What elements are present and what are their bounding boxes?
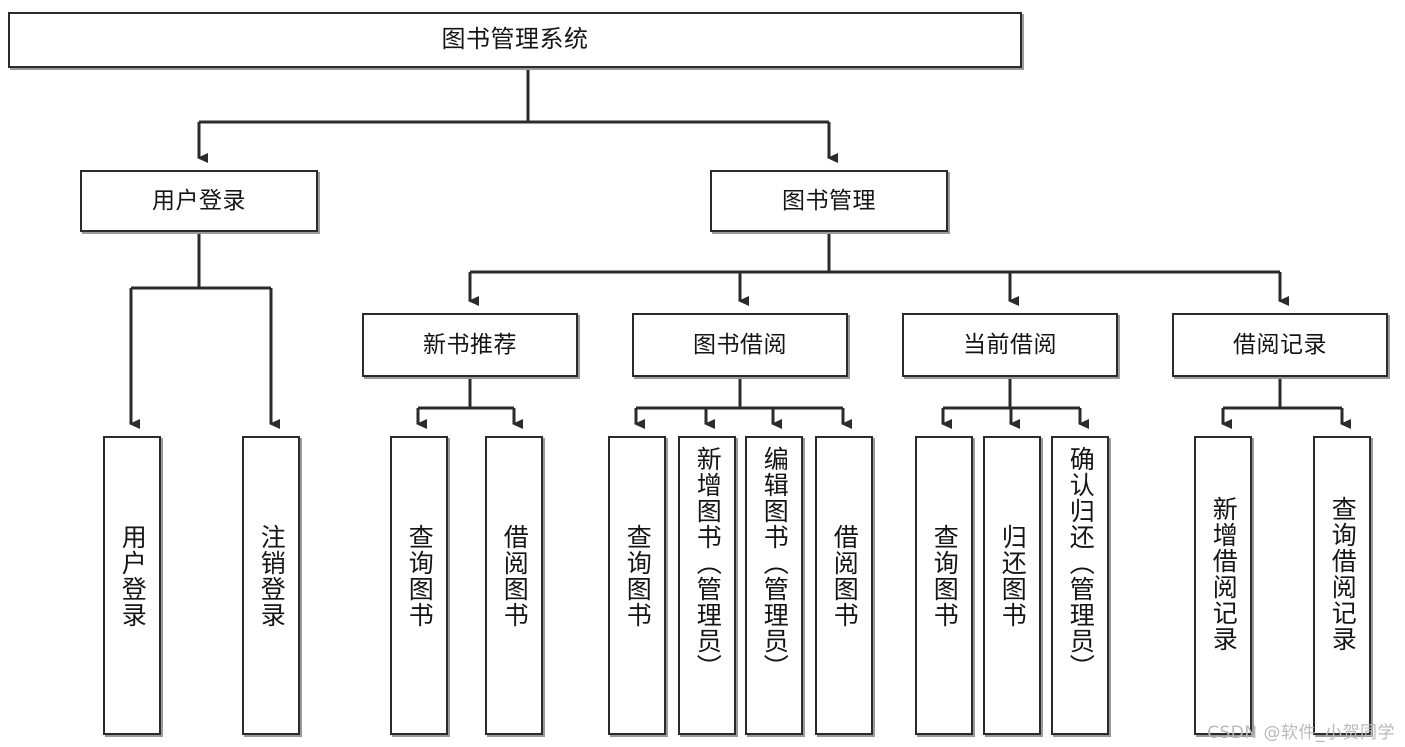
node-new-book-recommend[interactable]: 新书推荐 — [362, 313, 578, 377]
node-label: 新增借阅记录 — [1209, 496, 1239, 652]
leaf-query-borrow-record[interactable]: 查询借阅记录 — [1313, 436, 1371, 735]
leaf-user-login[interactable]: 用户登录 — [103, 436, 161, 735]
watermark: CSDN @软件_小贺同学 — [1207, 723, 1395, 743]
node-label: 注销登录 — [257, 524, 287, 628]
node-label: 编辑图书（管理员） — [760, 446, 790, 680]
node-label: 查询图书 — [405, 524, 435, 628]
node-root[interactable]: 图书管理系统 — [8, 12, 1022, 68]
leaf-query-book-1[interactable]: 查询图书 — [390, 436, 448, 735]
node-book-borrow[interactable]: 图书借阅 — [632, 313, 848, 377]
leaf-borrow-book-2[interactable]: 借阅图书 — [815, 436, 873, 735]
leaf-add-borrow-record[interactable]: 新增借阅记录 — [1194, 436, 1252, 735]
node-label: 借阅图书 — [500, 524, 530, 628]
leaf-edit-book-admin[interactable]: 编辑图书（管理员） — [745, 436, 803, 735]
node-label: 新书推荐 — [423, 331, 517, 358]
node-label: 查询借阅记录 — [1328, 496, 1358, 652]
leaf-logout[interactable]: 注销登录 — [242, 436, 300, 735]
node-label: 借阅图书 — [830, 524, 860, 628]
node-label: 新增图书（管理员） — [693, 446, 723, 680]
node-label: 图书管理 — [782, 187, 876, 214]
node-label: 用户登录 — [152, 187, 246, 214]
leaf-return-book[interactable]: 归还图书 — [983, 436, 1041, 735]
node-label: 确认归还（管理员） — [1066, 446, 1096, 680]
node-borrow-record[interactable]: 借阅记录 — [1172, 313, 1388, 377]
node-book-management[interactable]: 图书管理 — [710, 170, 948, 232]
leaf-borrow-book-1[interactable]: 借阅图书 — [485, 436, 543, 735]
leaf-query-book-3[interactable]: 查询图书 — [915, 436, 973, 735]
node-label: 图书管理系统 — [441, 25, 589, 54]
node-label: 借阅记录 — [1233, 331, 1327, 358]
node-user-login[interactable]: 用户登录 — [80, 170, 318, 232]
node-label: 用户登录 — [118, 524, 148, 628]
node-label: 当前借阅 — [963, 331, 1057, 358]
node-label: 查询图书 — [930, 524, 960, 628]
leaf-add-book-admin[interactable]: 新增图书（管理员） — [678, 436, 736, 735]
leaf-query-book-2[interactable]: 查询图书 — [608, 436, 666, 735]
node-label: 归还图书 — [998, 524, 1028, 628]
node-label: 图书借阅 — [693, 331, 787, 358]
node-current-borrow[interactable]: 当前借阅 — [902, 313, 1118, 377]
leaf-confirm-return-admin[interactable]: 确认归还（管理员） — [1051, 436, 1109, 735]
node-label: 查询图书 — [623, 524, 653, 628]
